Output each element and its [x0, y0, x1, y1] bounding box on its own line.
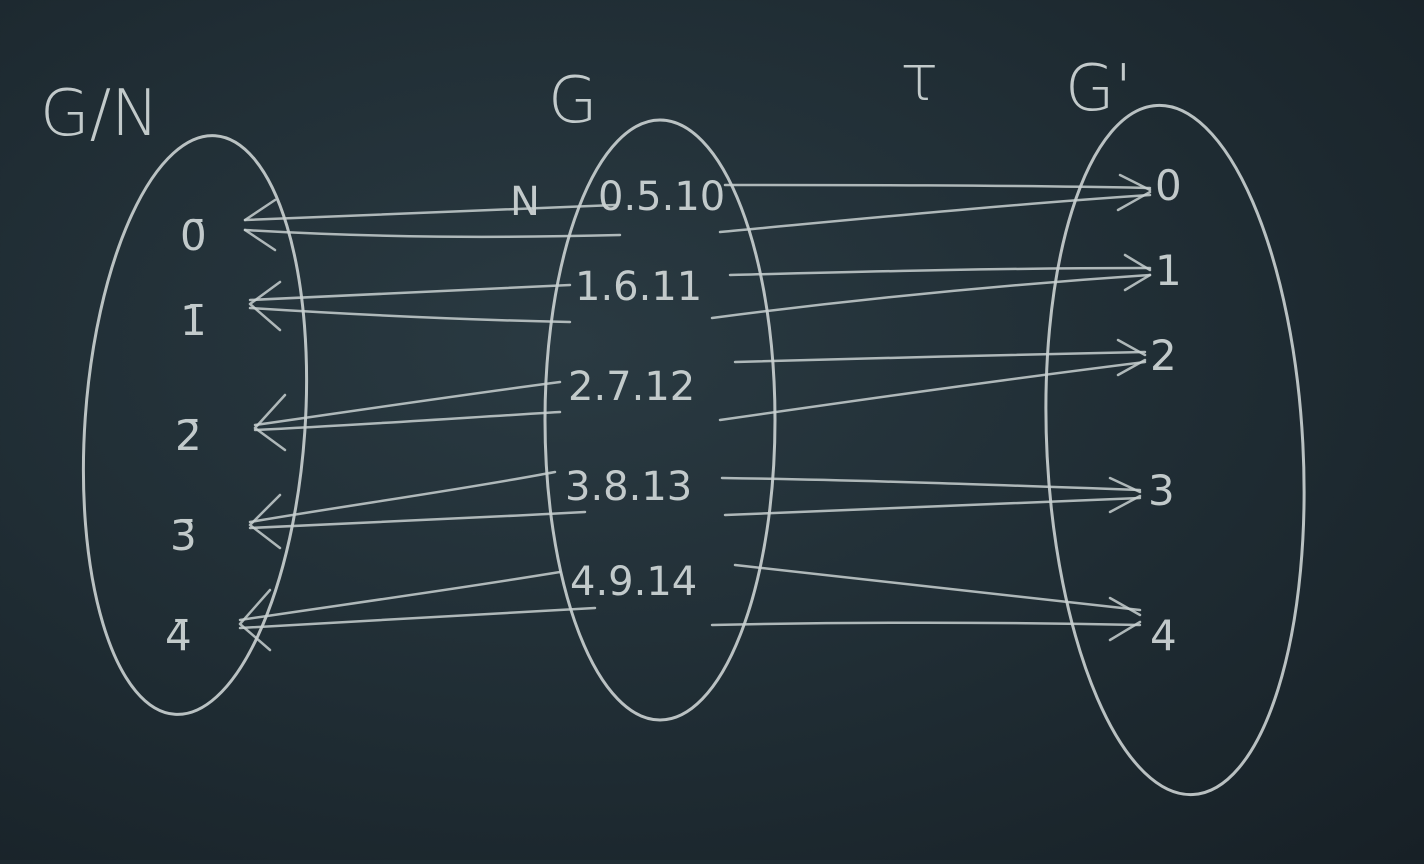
arrowhead-right-3: [1108, 476, 1142, 514]
image-element: 4: [1150, 611, 1177, 660]
arrow-left-4a: [238, 570, 562, 622]
image-element: 2: [1150, 331, 1177, 380]
map-symbol: τ: [900, 42, 939, 116]
image-element: 1: [1155, 246, 1182, 295]
quotient-set-ellipse: [81, 134, 309, 716]
normal-subgroup-mark: N: [510, 179, 540, 225]
arrow-right-3a: [720, 476, 1142, 492]
arrow-left-0b: [243, 228, 622, 239]
arrow-left-0a: [243, 203, 617, 222]
quotient-title: G/N: [40, 77, 159, 151]
image-elements: 0 1 2 3 4: [1148, 161, 1182, 660]
arrow-right-4a: [733, 563, 1142, 612]
quotient-element: 2̄: [175, 411, 202, 460]
coset-elements: 0.5.10 1.6.11 2.7.12 3.8.13 4.9.14: [565, 174, 725, 605]
right-arrows: [710, 173, 1152, 642]
arrow-right-1a: [728, 266, 1152, 277]
arrow-right-2b: [718, 360, 1147, 422]
group-title: G: [548, 64, 598, 138]
coset-element: 1.6.11: [575, 264, 702, 310]
arrow-right-0a: [723, 183, 1152, 190]
arrow-left-2b: [253, 410, 562, 432]
quotient-elements: 0̄ 1̄ 2̄ 3̄ 4̄: [165, 211, 207, 660]
arrow-left-3b: [248, 510, 587, 530]
group-set-ellipse: [543, 118, 777, 722]
arrowhead-left-3: [248, 493, 282, 550]
arrowhead-left-1: [248, 280, 282, 332]
quotient-element: 0̄: [180, 211, 207, 260]
coset-element: 4.9.14: [570, 559, 697, 605]
coset-element: 0.5.10: [598, 174, 725, 220]
arrowhead-right-4: [1108, 596, 1142, 642]
left-arrows: [238, 198, 622, 652]
arrowhead-left-2: [253, 393, 287, 452]
arrow-left-1a: [248, 283, 572, 302]
arrow-right-3b: [723, 496, 1142, 517]
arrow-right-0b: [718, 193, 1152, 234]
arrowhead-right-0: [1116, 173, 1152, 212]
arrowhead-right-1: [1123, 253, 1152, 292]
image-element: 0: [1155, 161, 1182, 210]
arrow-left-3a: [248, 470, 557, 524]
image-title: G': [1065, 52, 1132, 126]
quotient-element: 3̄: [170, 511, 197, 560]
arrow-right-4b: [710, 621, 1142, 627]
image-set-ellipse: [1044, 103, 1306, 797]
arrow-right-1b: [710, 273, 1152, 320]
arrow-right-2a: [733, 350, 1147, 364]
arrowhead-right-2: [1116, 338, 1147, 377]
image-element: 3: [1148, 466, 1175, 515]
arrow-left-2a: [253, 380, 562, 427]
arrow-left-1b: [248, 306, 572, 324]
arrowhead-left-0: [243, 198, 277, 252]
coset-element: 2.7.12: [568, 364, 695, 410]
quotient-element: 1̄: [180, 296, 207, 345]
arrow-left-4b: [238, 606, 597, 630]
coset-element: 3.8.13: [565, 464, 692, 510]
quotient-element: 4̄: [165, 611, 192, 660]
arrowhead-left-4: [238, 588, 272, 652]
